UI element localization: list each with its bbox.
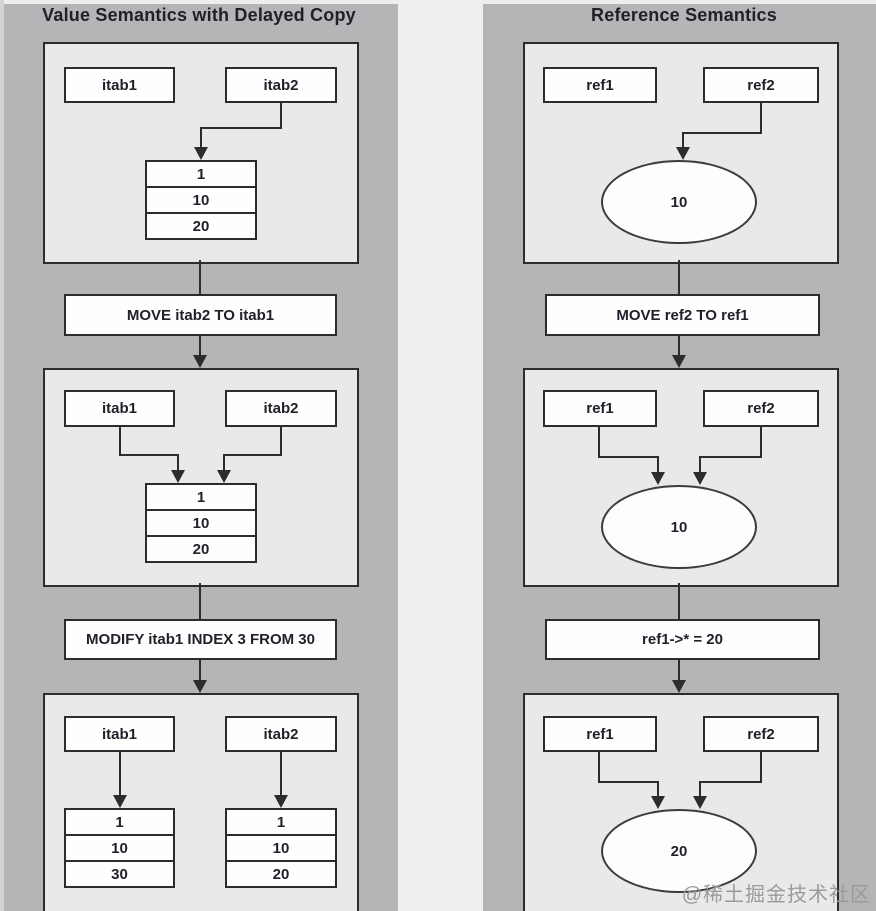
left-state-panel-3: itab1 itab2 1 10 30 1 10 20 [43,693,359,911]
right-state-panel-3: ref1 ref2 20 [523,693,839,911]
arrowhead-icon [193,680,207,693]
command-box-deref-assign: ref1->* = 20 [545,619,820,660]
var-box-ref1: ref1 [543,67,657,103]
table-row: 20 [225,860,337,888]
internal-table: 1 10 30 [64,808,175,888]
command-box-move-ref: MOVE ref2 TO ref1 [545,294,820,336]
page-left-edge [0,0,4,911]
right-state-panel-2: ref1 ref2 10 [523,368,839,587]
data-object-ellipse: 20 [601,809,757,893]
internal-table: 1 10 20 [145,160,257,240]
connector-line [199,583,201,619]
data-object-ellipse: 10 [601,160,757,244]
watermark: @稀土掘金技术社区 [681,884,871,906]
connector-line [678,260,680,294]
var-box-ref2: ref2 [703,390,819,427]
left-column-title: Value Semantics with Delayed Copy [42,5,356,25]
var-box-ref2: ref2 [703,67,819,103]
command-box-move-itab: MOVE itab2 TO itab1 [64,294,337,336]
var-box-itab2: itab2 [225,390,337,427]
connector-line [678,583,680,619]
arrows-to-shared-object [598,427,762,485]
column-gap-strip [398,0,483,911]
table-row: 1 [145,483,257,511]
var-box-itab2: itab2 [225,716,337,752]
var-box-itab1: itab1 [64,67,175,103]
arrow-ref2-to-object [676,103,762,160]
table-row: 1 [64,808,175,836]
right-state-panel-1: ref1 ref2 10 [523,42,839,264]
connector-line [678,660,680,680]
arrowhead-icon [193,355,207,368]
var-box-itab1: itab1 [64,390,175,427]
left-state-panel-2: itab1 itab2 1 10 20 [43,368,359,587]
var-box-ref1: ref1 [543,390,657,427]
arrows-to-separate-tables [113,752,288,808]
var-box-itab2: itab2 [225,67,337,103]
command-box-modify-itab: MODIFY itab1 INDEX 3 FROM 30 [64,619,337,660]
left-state-panel-1: itab1 itab2 1 10 20 [43,42,359,264]
connector-line [199,660,201,680]
var-box-ref2: ref2 [703,716,819,752]
var-box-itab1: itab1 [64,716,175,752]
table-row: 20 [145,212,257,240]
arrows-to-shared-table [119,427,282,483]
table-row: 20 [145,535,257,563]
arrow-itab2-to-table [194,103,282,160]
var-box-ref1: ref1 [543,716,657,752]
data-object-ellipse: 10 [601,485,757,569]
connector-line [678,336,680,356]
internal-table: 1 10 20 [145,483,257,563]
table-row: 1 [225,808,337,836]
table-row: 10 [145,186,257,214]
page-top-edge [0,0,876,4]
table-row: 10 [64,834,175,862]
right-column-title: Reference Semantics [591,5,777,25]
connector-line [199,336,201,356]
connector-line [199,260,201,294]
table-row: 1 [145,160,257,188]
table-row: 30 [64,860,175,888]
table-row: 10 [145,509,257,537]
arrowhead-icon [672,355,686,368]
arrows-to-shared-object [598,752,762,809]
arrowhead-icon [672,680,686,693]
internal-table: 1 10 20 [225,808,337,888]
table-row: 10 [225,834,337,862]
